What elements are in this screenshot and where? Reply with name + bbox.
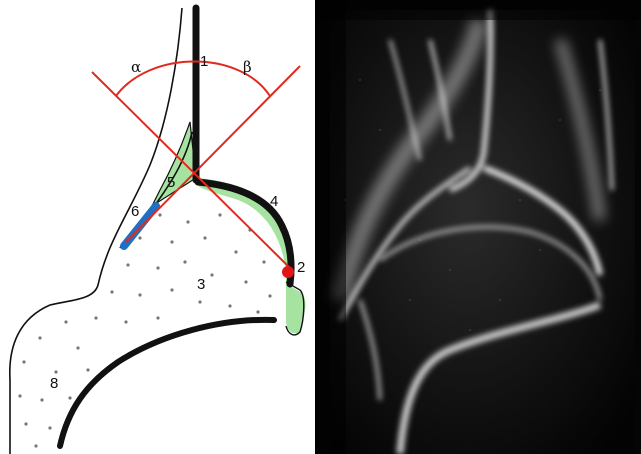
label-6: 6	[131, 203, 139, 220]
label-5: 5	[167, 174, 175, 191]
label-beta: β	[243, 58, 252, 76]
label-4: 4	[270, 193, 278, 210]
red-point	[282, 266, 294, 278]
label-alpha: α	[131, 58, 141, 76]
label-1: 1	[200, 53, 208, 70]
label-3: 3	[197, 276, 205, 293]
label-8: 8	[50, 375, 58, 392]
schematic-panel: α β 1 2 3 4 5 6 8	[0, 0, 316, 454]
label-2: 2	[297, 259, 305, 276]
ultrasound-panel	[316, 0, 641, 454]
